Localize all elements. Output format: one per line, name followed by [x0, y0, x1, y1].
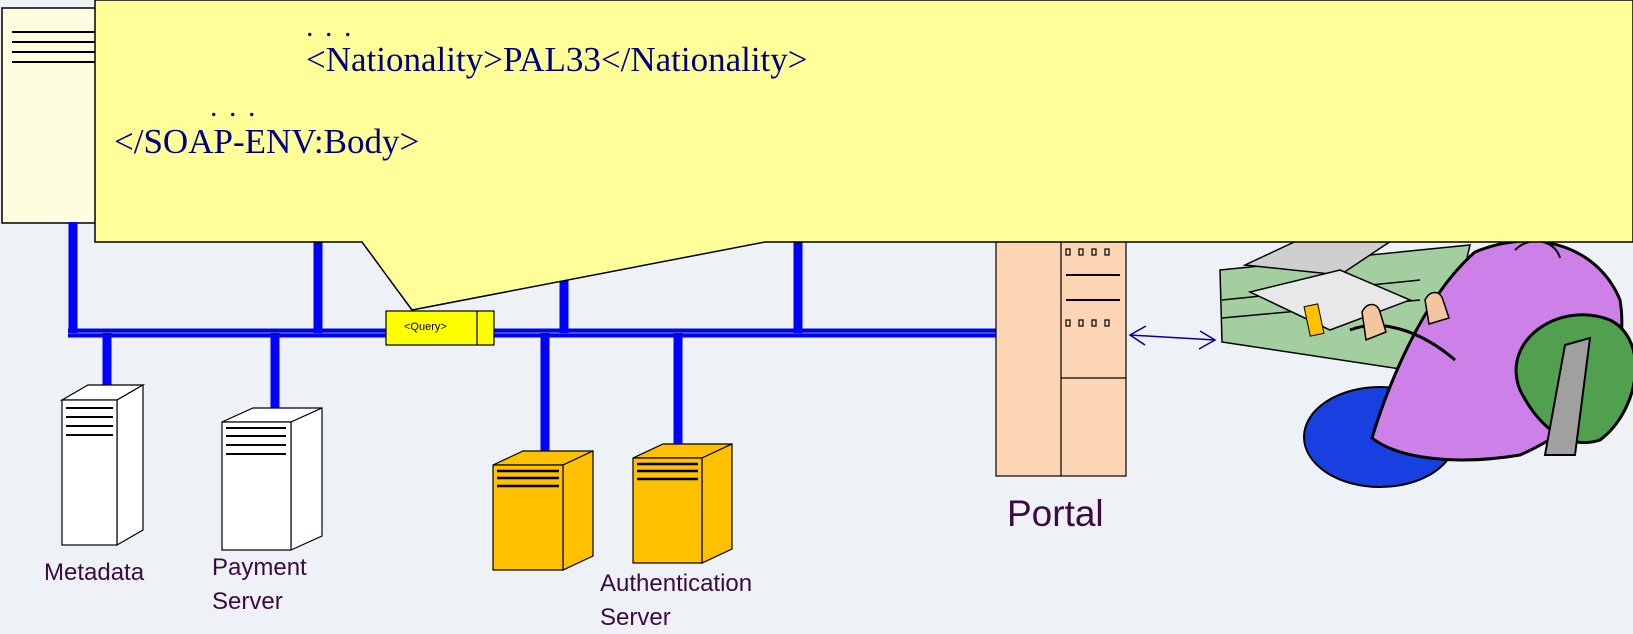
metadata-label: Metadata [44, 559, 145, 586]
query-message-icon [385, 310, 495, 346]
payment-server-icon [221, 407, 323, 551]
portal-label: Portal [1007, 493, 1104, 534]
authentication-server-icon [632, 443, 733, 564]
gold-server-icon [492, 450, 594, 571]
authentication-server-label-line2: Server [600, 604, 671, 631]
callout-nationality-line: <Nationality>PAL33</Nationality> [306, 40, 808, 79]
payment-server-label-line1: Payment [212, 554, 307, 581]
portal-server-icon [995, 239, 1127, 477]
hidden-server-icon [1, 7, 113, 224]
callout-ellipsis-top: . . . [306, 10, 354, 43]
user-at-computer-icon [1219, 229, 1633, 488]
soap-callout [94, 0, 1633, 311]
double-arrow-icon [1128, 325, 1217, 350]
callout-ellipsis-mid: . . . [210, 90, 258, 123]
authentication-server-label-line1: Authentication [600, 570, 753, 597]
metadata-server-icon [59, 383, 146, 547]
query-message-label: <Query> [404, 321, 447, 333]
callout-body-close-line: </SOAP-ENV:Body> [114, 122, 420, 161]
payment-server-label-line2: Server [212, 588, 283, 615]
